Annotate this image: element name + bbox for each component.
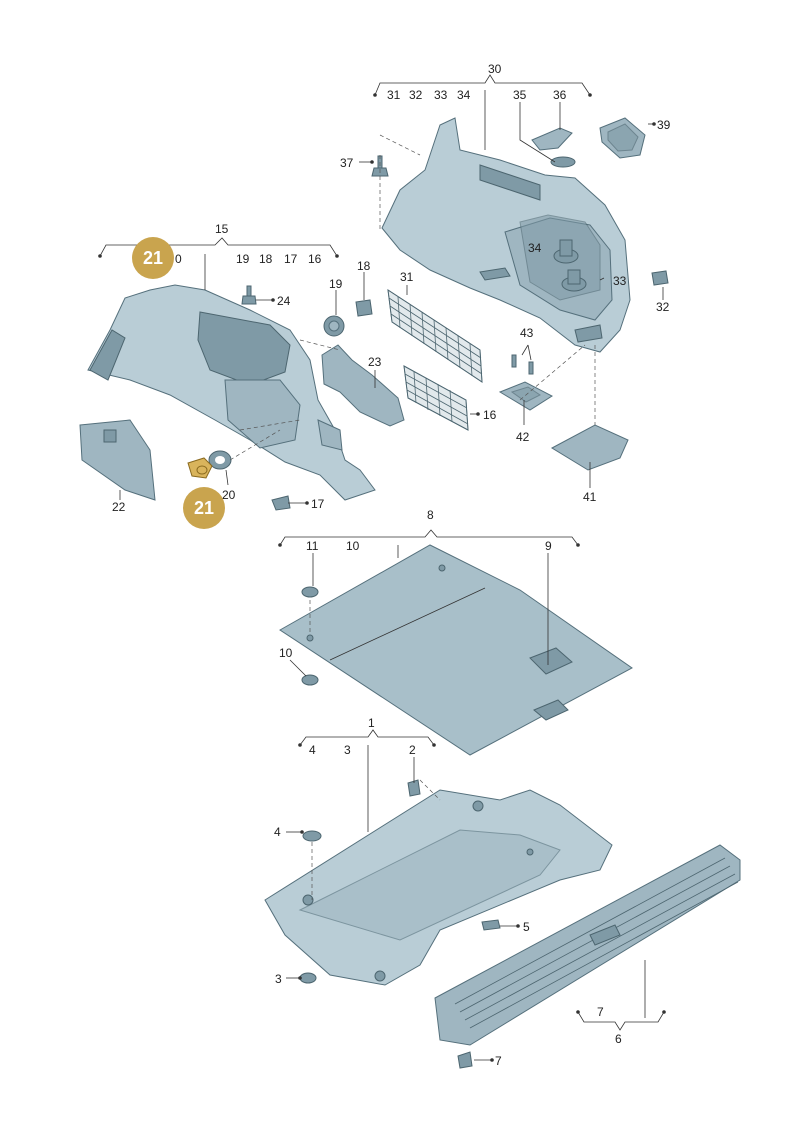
label-33-top: 33	[434, 88, 448, 102]
label-11: 11	[306, 539, 319, 553]
label-19-top: 19	[236, 252, 250, 266]
label-17: 17	[311, 497, 325, 511]
label-7: 7	[495, 1054, 502, 1068]
label-32-top: 32	[409, 88, 423, 102]
leader-dots	[98, 93, 666, 1062]
fastener-4	[302, 830, 322, 842]
sill-trim	[434, 844, 741, 1046]
ring-20	[208, 450, 232, 470]
fastener-3	[299, 972, 317, 984]
label-18-top: 18	[259, 252, 273, 266]
part-labels: 30 31 32 33 34 35 36 39 37 34 33 32 15 0…	[112, 62, 671, 1068]
svg-text:21: 21	[143, 248, 163, 268]
label-24: 24	[277, 294, 291, 308]
label-9: 9	[545, 539, 552, 553]
label-43: 43	[520, 326, 534, 340]
clip-24	[241, 285, 257, 305]
label-20: 20	[222, 488, 236, 502]
bracket-35	[531, 127, 576, 168]
grommet-10	[301, 674, 319, 686]
label-4: 4	[274, 825, 281, 839]
bracket-23	[321, 344, 405, 427]
label-17-top: 17	[284, 252, 298, 266]
label-6: 6	[615, 1032, 622, 1046]
label-18: 18	[357, 259, 371, 273]
highlighted-part-21	[187, 457, 213, 479]
label-3-top: 3	[344, 743, 351, 757]
clip-7	[457, 1051, 473, 1069]
label-16: 16	[483, 408, 497, 422]
label-16-top: 16	[308, 252, 322, 266]
label-34-top: 34	[457, 88, 471, 102]
screw-5	[481, 919, 501, 931]
label-3: 3	[275, 972, 282, 986]
label-4-top: 4	[309, 743, 316, 757]
label-5: 5	[523, 920, 530, 934]
fastener-34	[553, 239, 579, 264]
label-31: 31	[400, 270, 414, 284]
highlight-badge-bottom[interactable]: 21	[183, 487, 225, 529]
label-42: 42	[516, 430, 530, 444]
label-31-top: 31	[387, 88, 401, 102]
clip-18	[355, 299, 373, 317]
label-22: 22	[112, 500, 126, 514]
label-10: 10	[279, 646, 293, 660]
clip-32	[651, 270, 669, 286]
label-36: 36	[553, 88, 567, 102]
fastener-33	[561, 269, 587, 292]
label-35: 35	[513, 88, 527, 102]
net-31	[387, 288, 483, 383]
cover-39	[599, 117, 646, 159]
label-34: 34	[528, 241, 542, 255]
label-37: 37	[340, 156, 354, 170]
label-7-top: 7	[597, 1005, 604, 1019]
label-15: 15	[215, 222, 229, 236]
highlight-badge-top[interactable]: 21	[132, 237, 174, 279]
label-19: 19	[329, 277, 343, 291]
bumper-19	[323, 315, 345, 337]
label-23: 23	[368, 355, 382, 369]
label-20-top: 0	[175, 252, 182, 266]
clip-2	[407, 779, 421, 797]
label-30: 30	[488, 62, 502, 76]
leader-lines	[99, 74, 665, 1061]
label-10-top: 10	[346, 539, 360, 553]
right-side-trim-panel	[381, 117, 631, 353]
grommet-11	[301, 586, 319, 598]
label-32: 32	[656, 300, 670, 314]
screws-43	[511, 354, 534, 375]
label-1: 1	[368, 716, 375, 730]
floor-panel	[264, 789, 613, 986]
label-2: 2	[409, 743, 416, 757]
left-side-trim-panel	[87, 284, 376, 501]
plate-41	[550, 424, 629, 471]
floor-carpet	[279, 544, 633, 756]
label-41: 41	[583, 490, 597, 504]
svg-text:21: 21	[194, 498, 214, 518]
label-33: 33	[613, 274, 627, 288]
label-8: 8	[427, 508, 434, 522]
label-39: 39	[657, 118, 671, 132]
cover-22	[79, 419, 156, 501]
clip-17	[271, 495, 291, 511]
bracket-42	[498, 381, 554, 411]
net-16	[403, 365, 469, 431]
